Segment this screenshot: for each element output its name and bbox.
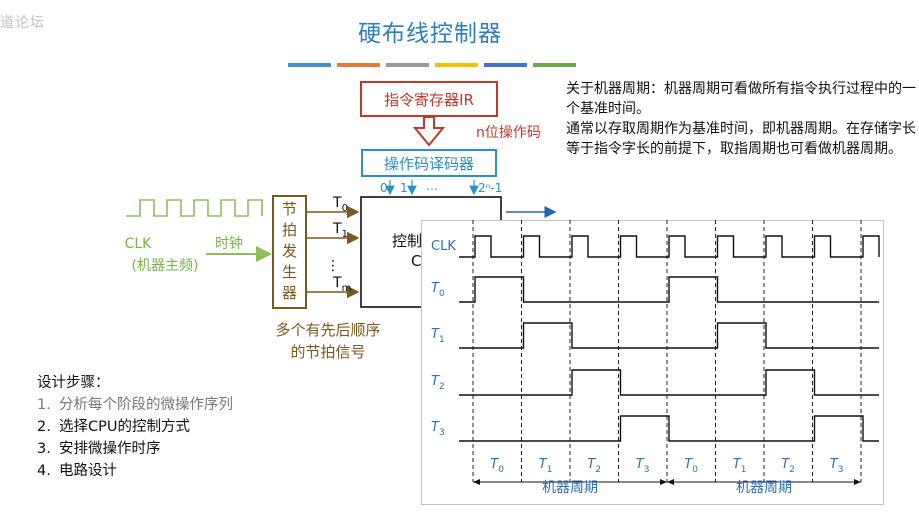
clock-label: 时钟 — [215, 235, 243, 252]
beat-label: T2 — [587, 457, 601, 475]
title-bar — [386, 63, 429, 67]
beat-generator-char: 拍 — [282, 221, 297, 239]
design-steps: 设计步骤： 1.分析每个阶段的微操作序列 2.选择CPU的控制方式 3.安排微操… — [37, 372, 233, 482]
description-paragraph-1: 关于机器周期：机器周期可看做所有指令执行过程中的一个基准时间。 — [566, 81, 916, 117]
beat-label: T0 — [684, 457, 698, 475]
beat-generator-char: 发 — [282, 242, 297, 260]
beat-label: T2 — [781, 457, 795, 475]
timing-signal-label: T0 — [431, 281, 445, 299]
machine-cycle-arrowhead — [854, 479, 861, 485]
page-title: 硬布线控制器 — [358, 21, 502, 47]
title-bar — [533, 63, 576, 67]
step-item: 2.选择CPU的控制方式 — [37, 419, 190, 435]
step-item: 3.安排微操作时序 — [37, 441, 161, 457]
ir-label: 指令寄存器IR — [384, 91, 474, 109]
step-item: 4.电路设计 — [37, 463, 117, 479]
beat-label: T3 — [830, 457, 844, 475]
beat-signal-caption-2: 的节拍信号 — [290, 343, 365, 361]
title-bar — [337, 63, 380, 67]
opcode-label: n位操作码 — [476, 125, 541, 141]
machine-cycle-arrowhead — [667, 479, 674, 485]
t0-label: T0 — [332, 195, 348, 214]
machine-cycle-description: 关于机器周期：机器周期可看做所有指令执行过程中的一个基准时间。 通常以存取周期作… — [566, 79, 918, 159]
beat-generator-char: 生 — [282, 263, 297, 281]
beat-generator-char: 节 — [282, 200, 297, 218]
clk-label: CLK — [125, 236, 153, 252]
description-paragraph-2: 通常以存取周期作为基准时间，即机器周期。在存储字长等于指令字长的前提下，取指周期… — [566, 121, 916, 157]
machine-cycle-arrowhead — [660, 479, 667, 485]
clk-wave — [459, 235, 880, 258]
tm-label: Tm — [332, 275, 351, 294]
beat-label: T1 — [539, 457, 553, 475]
t3-wave — [459, 415, 879, 442]
machine-cycle-arrowhead — [473, 479, 480, 485]
machine-cycle-label: 机器周期 — [542, 480, 598, 496]
decoder-dots: … — [426, 179, 438, 193]
title-bar — [288, 63, 331, 67]
timing-signal-label: T1 — [431, 327, 445, 345]
beat-label: T1 — [733, 457, 747, 475]
watermark: 道论坛 — [0, 15, 45, 31]
clock-waveform — [126, 199, 263, 217]
title-bar — [435, 63, 478, 67]
title-bar — [484, 63, 527, 67]
decoder-out-1: 1 — [400, 181, 408, 195]
t1-label: T1 — [332, 221, 348, 240]
beat-generator-box — [272, 195, 307, 309]
decoder-out-last: 2ⁿ-1 — [478, 181, 502, 195]
t-dots: ⋮ — [326, 258, 340, 274]
decoder-out-0: 0 — [380, 181, 388, 195]
decoder-box — [361, 149, 497, 177]
timing-signal-label: T2 — [431, 374, 445, 392]
timing-signal-label: CLK — [431, 239, 456, 254]
decoder-label: 操作码译码器 — [384, 155, 474, 173]
t0-wave — [459, 276, 879, 303]
timing-diagram-panel — [421, 220, 884, 505]
t1-wave — [459, 322, 879, 349]
beat-signal-caption-1: 多个有先后顺序 — [275, 321, 380, 339]
timing-signal-label: T3 — [431, 420, 445, 438]
beat-label: T0 — [490, 457, 504, 475]
clk-sub-label: (机器主频) — [132, 258, 199, 274]
ir-box — [360, 81, 498, 117]
opcode-arrow — [412, 116, 446, 147]
beat-label: T3 — [636, 457, 650, 475]
controller-label: 控制 — [392, 232, 422, 250]
beat-generator-char: 器 — [282, 284, 297, 302]
machine-cycle-label: 机器周期 — [736, 480, 792, 496]
steps-heading: 设计步骤： — [37, 375, 110, 391]
controller-label-2: C — [411, 252, 421, 270]
step-item: 1.分析每个阶段的微操作序列 — [37, 397, 233, 413]
t2-wave — [459, 369, 879, 396]
